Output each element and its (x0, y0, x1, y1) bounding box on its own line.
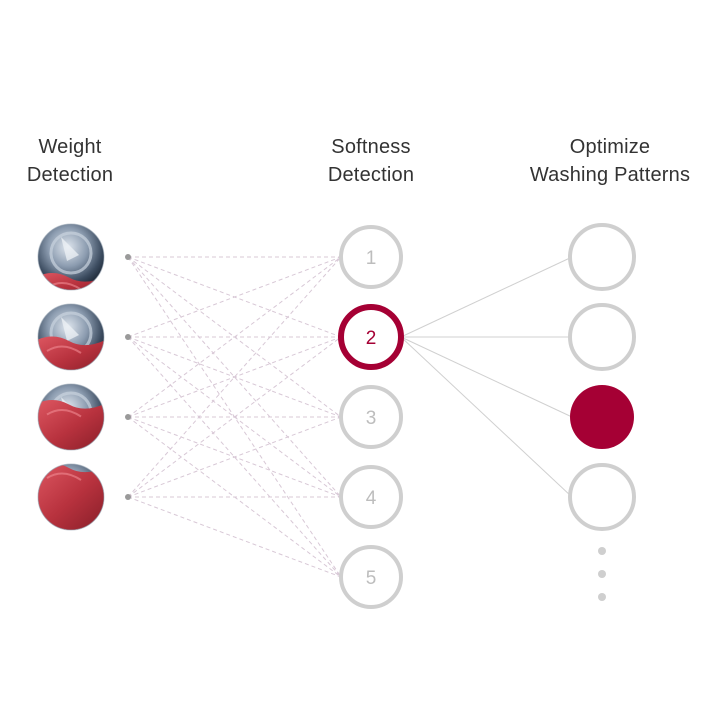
softness-label-1: 1 (366, 248, 377, 269)
ellipsis-dot-3 (598, 593, 606, 601)
connection-dashed-3-1 (127, 256, 342, 418)
connection-dashed-4-3 (127, 416, 342, 498)
drum-heavy-load-icon (37, 383, 105, 451)
connection-dashed-4-1 (127, 256, 342, 498)
drum-medium-load-icon (37, 303, 105, 371)
pattern-node-selected (570, 385, 634, 449)
input-dot-4 (125, 494, 131, 500)
connection-dashed-3-2 (127, 336, 342, 418)
weight-title-line-1: Weight (38, 136, 102, 158)
ellipsis-dot-1 (598, 547, 606, 555)
connection-dashed-4-5 (127, 496, 342, 578)
more-patterns-ellipsis (598, 547, 606, 601)
optimize-title-line-2: Washing Patterns (529, 164, 691, 186)
input-dot-3 (125, 414, 131, 420)
input-dots (125, 254, 131, 500)
pattern-node-2 (568, 303, 636, 371)
softness-label-3: 3 (366, 408, 377, 429)
softness-label-5: 5 (366, 568, 377, 589)
softness-title-line-2: Detection (327, 164, 415, 186)
softness-node-5: 5 (339, 545, 403, 609)
softness-node-1: 1 (339, 225, 403, 289)
weight-inputs (37, 223, 105, 531)
connections (127, 256, 573, 578)
weight-detection-title: Weight Detection (0, 133, 180, 189)
connection-dashed-4-2 (127, 336, 342, 498)
softness-label-4: 4 (366, 488, 377, 509)
softness-node-2: 2 (338, 304, 404, 370)
input-dot-1 (125, 254, 131, 260)
softness-node-4: 4 (339, 465, 403, 529)
connection-solid-4 (400, 336, 573, 498)
connection-dashed-2-5 (127, 336, 342, 578)
ellipsis-dot-2 (598, 570, 606, 578)
softness-levels: 1 2 3 4 5 (338, 225, 404, 609)
connection-solid-3 (400, 336, 573, 418)
softness-title-line-1: Softness (331, 136, 411, 158)
optimize-title-line-1: Optimize (569, 136, 651, 158)
drum-full-load-icon (37, 463, 105, 531)
input-dot-2 (125, 334, 131, 340)
pattern-node-1 (568, 223, 636, 291)
drum-light-load-icon (37, 223, 105, 291)
softness-node-3: 3 (339, 385, 403, 449)
cloth (38, 464, 104, 530)
washing-patterns (568, 223, 636, 531)
weight-title-line-2: Detection (26, 164, 114, 186)
connection-solid-1 (400, 256, 573, 338)
optimize-washing-patterns-title: Optimize Washing Patterns (500, 133, 720, 189)
connection-dashed-2-1 (127, 256, 342, 338)
cloth (38, 400, 104, 450)
connection-dashed-1-4 (127, 256, 342, 498)
softness-label-2: 2 (366, 328, 377, 349)
softness-detection-title: Softness Detection (261, 133, 481, 189)
pattern-node-4 (568, 463, 636, 531)
